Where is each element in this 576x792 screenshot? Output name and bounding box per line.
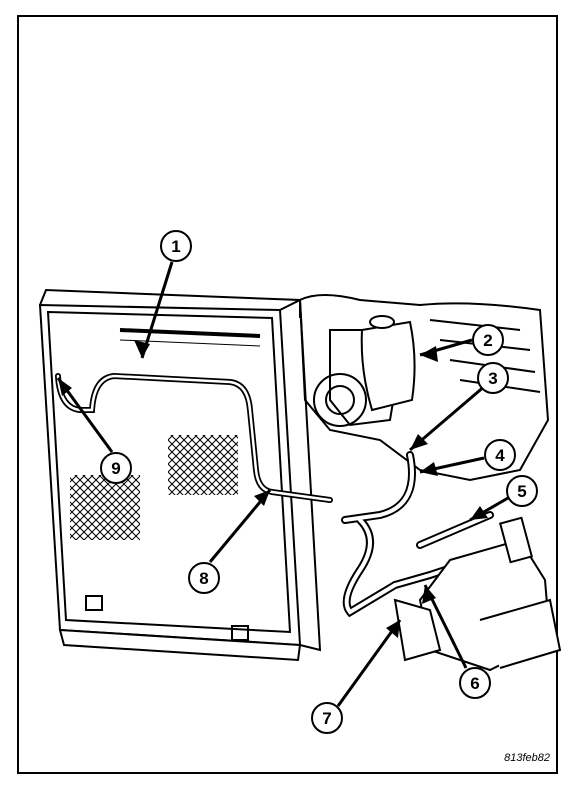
callout-6: 6 — [470, 674, 479, 693]
steering-gear — [393, 516, 562, 672]
callout-9: 9 — [111, 459, 120, 478]
figure-id: 813feb82 — [504, 752, 550, 764]
callout-5: 5 — [517, 482, 526, 501]
callout-4: 4 — [495, 446, 505, 465]
callout-circles — [100, 230, 538, 734]
callout-7: 7 — [322, 709, 331, 728]
callout-2: 2 — [483, 331, 492, 350]
arrowheads — [58, 340, 488, 638]
callout-8: 8 — [199, 569, 208, 588]
callout-1: 1 — [171, 237, 180, 256]
radiator-hatch — [70, 435, 238, 540]
callout-3: 3 — [488, 369, 497, 388]
reservoir — [360, 315, 416, 412]
